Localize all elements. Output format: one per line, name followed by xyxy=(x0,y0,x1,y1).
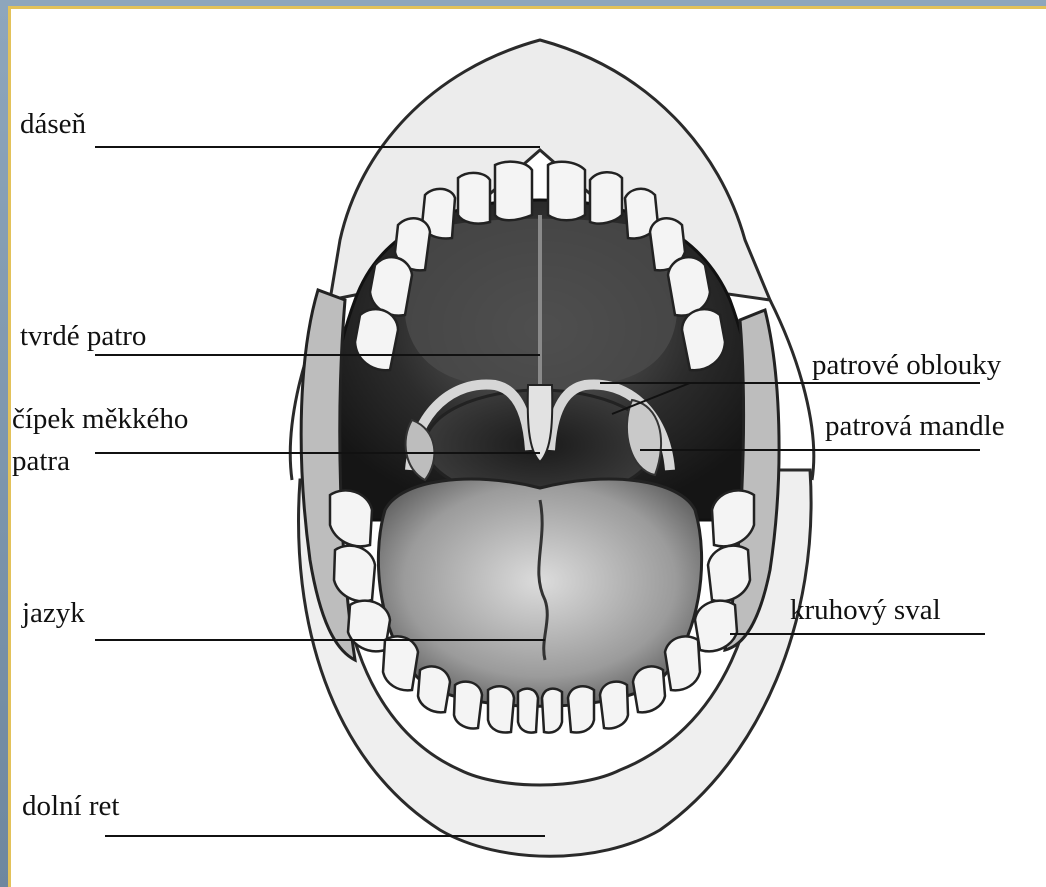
label-palatal-arches: patrové oblouky xyxy=(812,349,1001,381)
label-lower-lip: dolní ret xyxy=(22,790,119,822)
label-palatine-tonsil: patrová mandle xyxy=(825,410,1005,442)
label-hard-palate: tvrdé patro xyxy=(20,320,146,352)
label-gum: dáseň xyxy=(20,108,86,140)
label-orbicular-muscle: kruhový sval xyxy=(790,594,941,626)
label-uvula-line1: čípek měkkého xyxy=(12,403,188,435)
label-tongue: jazyk xyxy=(22,597,85,629)
label-uvula-line2: patra xyxy=(12,445,70,477)
